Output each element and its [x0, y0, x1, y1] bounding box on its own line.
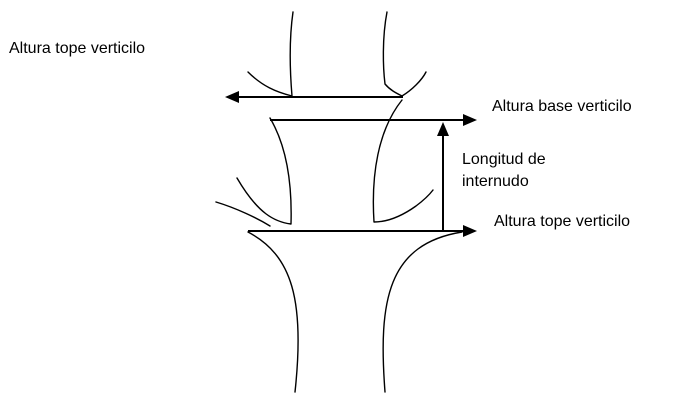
- label-top-whorl-height-left: Altura tope verticilo: [9, 40, 145, 57]
- label-internode-length-line1: Longitud de: [462, 151, 546, 168]
- vertical-arrowhead: [437, 122, 449, 136]
- label-base-whorl-height: Altura base verticilo: [492, 98, 632, 115]
- upper-right-branch: [383, 12, 402, 96]
- left-arrowhead: [225, 91, 239, 103]
- label-top-whorl-height-right: Altura tope verticilo: [494, 213, 630, 230]
- lower-line-arrowhead: [463, 225, 477, 237]
- base-line-arrowhead: [463, 114, 477, 126]
- lower-trunk-right: [383, 232, 462, 392]
- internode-right-edge: [373, 100, 433, 222]
- upper-right-branch-tip: [402, 72, 426, 96]
- upper-left-branch: [248, 12, 293, 96]
- lower-left-branch: [216, 202, 270, 226]
- lower-trunk-left: [248, 232, 298, 392]
- internode-left-edge: [237, 118, 291, 224]
- label-internode-length-line2: internudo: [462, 173, 529, 190]
